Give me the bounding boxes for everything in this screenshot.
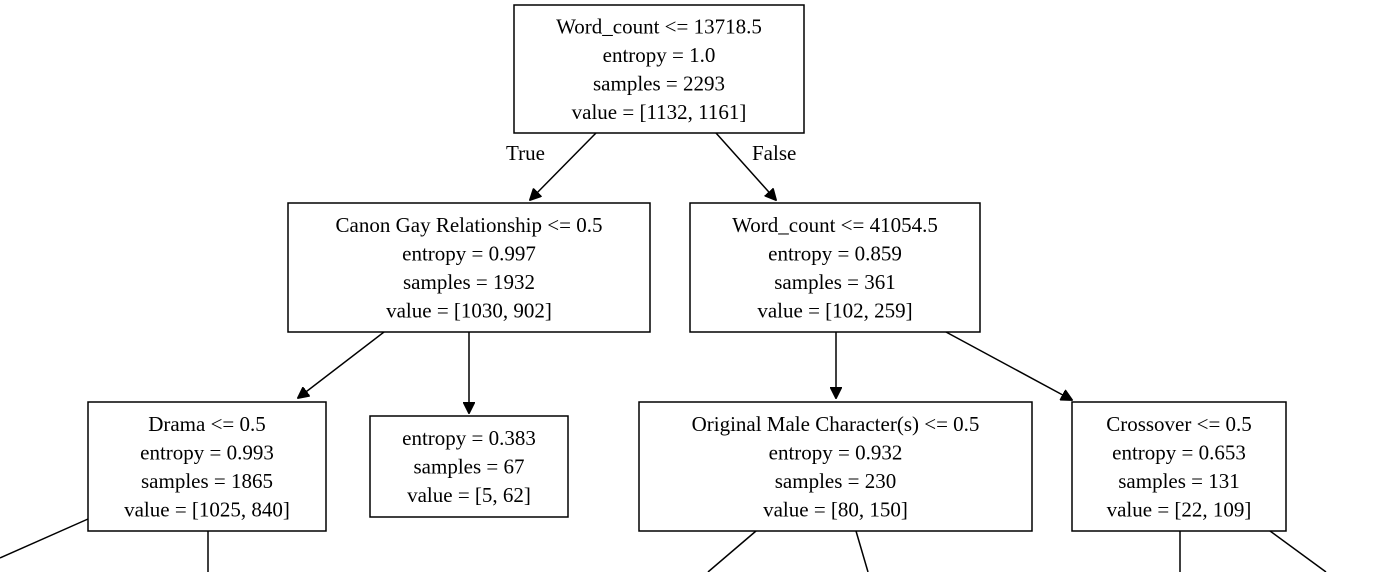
node-crossover: Crossover <= 0.5 entropy = 0.653 samples =… (1071, 401, 1287, 532)
edge-label-true: True (506, 141, 545, 165)
node-line-1: entropy = 1.0 (603, 43, 716, 67)
node-line-2: samples = 131 (1118, 469, 1240, 493)
edges (0, 132, 1327, 572)
node-box (689, 202, 981, 333)
node-box (369, 415, 569, 518)
node-line-1: samples = 67 (414, 455, 525, 479)
node-line-0: Word_count <= 41054.5 (732, 213, 938, 237)
node-box (513, 4, 805, 134)
edge-crossover-right-truncated (1269, 530, 1327, 572)
node-line-3: value = [1030, 902] (386, 298, 552, 322)
node-box (1071, 401, 1287, 532)
node-line-1: entropy = 0.993 (140, 440, 274, 464)
edge-root-to-right (715, 132, 776, 200)
node-line-1: entropy = 0.997 (402, 241, 536, 265)
node-line-0: Original Male Character(s) <= 0.5 (692, 412, 980, 436)
edge-original-left-truncated (707, 530, 757, 572)
node-line-0: entropy = 0.383 (402, 426, 536, 450)
node-line-3: value = [1025, 840] (124, 497, 290, 521)
node-line-2: samples = 2293 (593, 71, 725, 95)
node-line-0: Word_count <= 13718.5 (556, 14, 762, 38)
edge-canon-to-drama (298, 331, 385, 398)
node-root: Word_count <= 13718.5 entropy = 1.0 sample… (513, 4, 805, 134)
edge-drama-left-truncated (0, 518, 89, 559)
node-line-1: entropy = 0.653 (1112, 440, 1246, 464)
node-line-2: samples = 361 (774, 270, 896, 294)
node-line-2: samples = 1865 (141, 469, 273, 493)
edge-original-right-truncated (855, 530, 869, 572)
node-line-0: Drama <= 0.5 (148, 412, 266, 436)
node-line-3: value = [22, 109] (1107, 497, 1252, 521)
node-line-2: samples = 1932 (403, 270, 535, 294)
edge-wordcount-to-crossover (945, 331, 1072, 400)
node-line-3: value = [102, 259] (757, 298, 912, 322)
node-line-2: samples = 230 (775, 469, 897, 493)
edge-label-false: False (752, 141, 796, 165)
node-line-2: value = [5, 62] (407, 483, 531, 507)
node-leaf-canon: entropy = 0.383 samples = 67 value = [5, 6… (369, 415, 569, 518)
node-drama: Drama <= 0.5 entropy = 0.993 samples = 186… (87, 401, 327, 532)
edge-root-to-left (530, 132, 597, 200)
node-line-3: value = [80, 150] (763, 497, 908, 521)
node-box (87, 401, 327, 532)
node-line-3: value = [1132, 1161] (572, 100, 747, 124)
node-canon-gay-relationship: Canon Gay Relationship <= 0.5 entropy = 0… (287, 202, 651, 333)
node-line-0: Canon Gay Relationship <= 0.5 (336, 213, 603, 237)
node-line-1: entropy = 0.932 (769, 440, 903, 464)
node-line-1: entropy = 0.859 (768, 241, 902, 265)
node-line-0: Crossover <= 0.5 (1106, 412, 1252, 436)
node-box (638, 401, 1033, 532)
node-word-count-split: Word_count <= 41054.5 entropy = 0.859 samp… (689, 202, 981, 333)
node-original-male-character: Original Male Character(s) <= 0.5 entropy… (638, 401, 1033, 532)
node-box (287, 202, 651, 333)
